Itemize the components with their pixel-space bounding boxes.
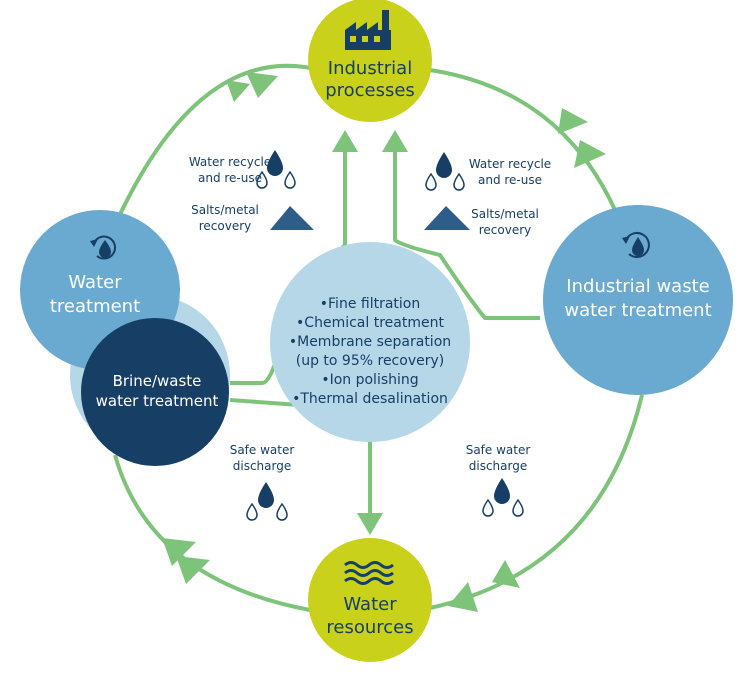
arrowhead-down [357, 513, 383, 535]
industrial-waste-line2: water treatment [564, 300, 711, 321]
center-list: •Fine filtration •Chemical treatment •Me… [289, 296, 451, 407]
left-recycle-line2: and re-use [198, 171, 262, 185]
water-resources-node [308, 538, 432, 662]
industrial-processes-line1: Industrial [328, 58, 412, 79]
right-recycle-line2: and re-use [478, 173, 542, 187]
cycle-arrowheads [162, 72, 606, 612]
water-drops-icon [246, 482, 288, 521]
cycle-arc-bottom-left [113, 454, 311, 612]
water-resources-line2: resources [326, 617, 413, 638]
cycle-arrowhead [176, 556, 210, 584]
center-process-circle [270, 242, 470, 442]
cycle-arc-bottom-right [429, 394, 644, 610]
cycle-arrowhead [448, 582, 478, 612]
brine-node [81, 318, 229, 466]
cycle-arrowhead [246, 72, 278, 98]
water-drops-icon [256, 150, 296, 189]
cycle-arrowhead [558, 108, 588, 134]
brine-line2: water treatment [96, 392, 219, 410]
salt-pile-icon [270, 206, 314, 230]
cycle-arrowhead [574, 140, 606, 168]
center-item: •Ion polishing [321, 372, 418, 388]
arrowhead-up-left [332, 130, 358, 152]
left-recycle-line1: Water recycle [189, 155, 271, 169]
recycle-drop-icon [622, 231, 650, 258]
salt-pile-icon [424, 206, 470, 230]
center-item: •Membrane separation [289, 334, 451, 350]
right-salts-line2: recovery [479, 223, 532, 237]
connector-arrowheads [332, 130, 408, 535]
water-drops-icon [482, 478, 524, 517]
left-salts-line2: recovery [199, 219, 252, 233]
cycle-arrowhead [492, 560, 520, 588]
right-safe-line2: discharge [469, 459, 527, 473]
left-safe-line2: discharge [233, 459, 291, 473]
connector-right-up [393, 140, 540, 320]
left-safe-line1: Safe water [230, 443, 295, 457]
water-resources-line1: Water [343, 594, 397, 615]
cycle-arrowhead [226, 80, 250, 102]
right-recycle-line1: Water recycle [469, 157, 551, 171]
water-treatment-line1: Water [68, 272, 122, 293]
industrial-waste-line1: Industrial waste [566, 276, 709, 297]
industrial-waste-node [543, 205, 733, 395]
center-item: •Chemical treatment [296, 315, 444, 331]
cycle-arrowhead [162, 538, 196, 566]
water-drops-icon [425, 152, 465, 191]
industrial-processes-node [308, 0, 432, 122]
center-item: •Thermal desalination [292, 391, 448, 407]
industrial-processes-line2: processes [325, 80, 415, 101]
cycle-arc-top-right [429, 68, 617, 211]
recycle-drop-icon [90, 235, 117, 260]
factory-icon [345, 10, 391, 50]
center-item: •Fine filtration [320, 296, 420, 312]
cycle-arc-top-left [113, 63, 321, 226]
right-safe-line1: Safe water [466, 443, 531, 457]
waves-icon [344, 561, 394, 585]
center-item: (up to 95% recovery) [296, 353, 444, 369]
arrowhead-up-right [382, 130, 408, 152]
brine-line1: Brine/waste [113, 372, 202, 390]
right-salts-line1: Salts/metal [471, 207, 539, 221]
left-salts-line1: Salts/metal [191, 203, 259, 217]
water-treatment-line2: treatment [50, 296, 140, 317]
